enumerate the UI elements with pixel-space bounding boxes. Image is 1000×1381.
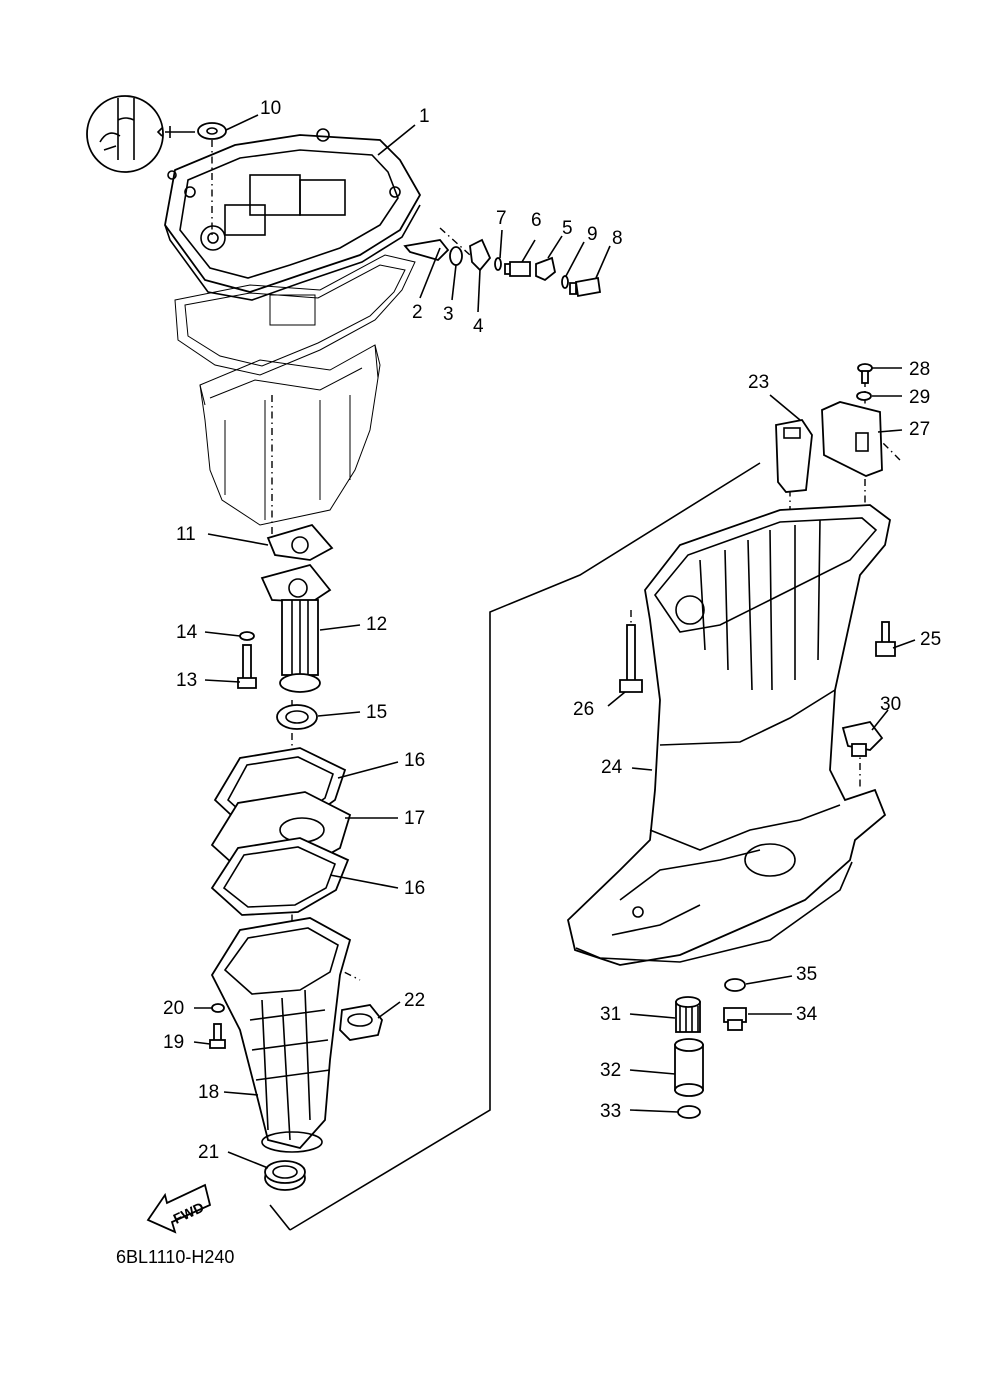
part-10-washer (197, 122, 227, 140)
diagram-code: 6BL1110-H240 (116, 1247, 234, 1267)
detail-inset (86, 95, 195, 173)
callout-16-lower: 16 (404, 878, 425, 899)
part-24-housing (567, 504, 891, 966)
part-33-circlip (677, 1105, 701, 1119)
part-21-clamp (264, 1160, 306, 1191)
part-18-casing (210, 917, 352, 1153)
callout-21: 21 (198, 1142, 219, 1163)
callout-24: 24 (601, 757, 623, 778)
callout-22: 22 (404, 990, 425, 1011)
leader-lines (193, 114, 916, 1169)
callout-20: 20 (163, 998, 184, 1019)
callout-17: 17 (404, 808, 425, 829)
callout-14: 14 (176, 622, 198, 643)
callout-34: 34 (796, 1004, 818, 1025)
callout-13: 13 (176, 670, 197, 691)
callout-25: 25 (920, 629, 941, 650)
part-31-bushing (675, 996, 701, 1033)
part-2-pin (403, 239, 450, 262)
part-22-grommet (339, 1004, 383, 1041)
callout-10: 10 (260, 98, 281, 119)
callout-26: 26 (573, 699, 594, 720)
callout-33: 33 (600, 1101, 621, 1122)
fwd-arrow: FWD (146, 1183, 212, 1234)
callout-5: 5 (562, 218, 573, 239)
callout-4: 4 (473, 316, 484, 337)
callout-31: 31 (600, 1004, 621, 1025)
part-25-bolt (875, 621, 896, 657)
oil-pan (199, 344, 381, 526)
part-27-plate (821, 401, 883, 477)
callout-9: 9 (587, 224, 598, 245)
callout-12: 12 (366, 614, 387, 635)
callout-7: 7 (496, 208, 507, 229)
part-3-nut (449, 246, 463, 266)
callout-23: 23 (748, 372, 769, 393)
part-6-bolt (504, 261, 531, 277)
part-5-clip (535, 256, 556, 282)
callout-6: 6 (531, 210, 542, 231)
callout-28: 28 (909, 359, 930, 380)
callout-2: 2 (412, 302, 423, 323)
callout-27: 27 (909, 419, 930, 440)
part-13-bolt (237, 644, 257, 689)
part-15-seal (276, 704, 318, 730)
part-1-exhaust-guide (164, 128, 422, 301)
callout-3: 3 (443, 304, 454, 325)
part-19-bolt (209, 1023, 226, 1049)
part-26-bolt (619, 624, 643, 693)
part-14-washer (239, 631, 255, 641)
callout-19: 19 (163, 1032, 184, 1053)
alignment-outline (269, 462, 761, 1231)
part-34-plug (723, 1007, 747, 1031)
part-9-washer (561, 275, 569, 289)
part-8-bolt (569, 276, 602, 298)
callout-18: 18 (198, 1082, 219, 1103)
part-29-washer (856, 391, 872, 401)
callout-16-upper: 16 (404, 750, 425, 771)
part-16-gasket-lower (210, 837, 350, 916)
part-11-gasket (266, 523, 334, 561)
part-20-washer (211, 1003, 225, 1013)
part-12-pipe (260, 563, 332, 693)
part-4-bracket (469, 238, 492, 272)
part-32-sleeve (674, 1038, 704, 1097)
part-28-screw (857, 363, 873, 384)
callout-35: 35 (796, 964, 817, 985)
callout-15: 15 (366, 702, 387, 723)
part-30-grommet (841, 720, 884, 757)
callout-32: 32 (600, 1060, 621, 1081)
callout-30: 30 (880, 694, 901, 715)
part-35-washer (724, 978, 746, 992)
callout-29: 29 (909, 387, 930, 408)
callout-11: 11 (176, 524, 196, 545)
part-7-washer (494, 257, 502, 271)
callout-labels: 1 2 3 4 5 6 7 8 9 10 11 12 13 14 15 16 1… (163, 98, 941, 1163)
callout-1: 1 (419, 106, 430, 127)
part-23-cover (775, 419, 813, 493)
upper-gasket (174, 254, 416, 376)
callout-8: 8 (612, 228, 623, 249)
